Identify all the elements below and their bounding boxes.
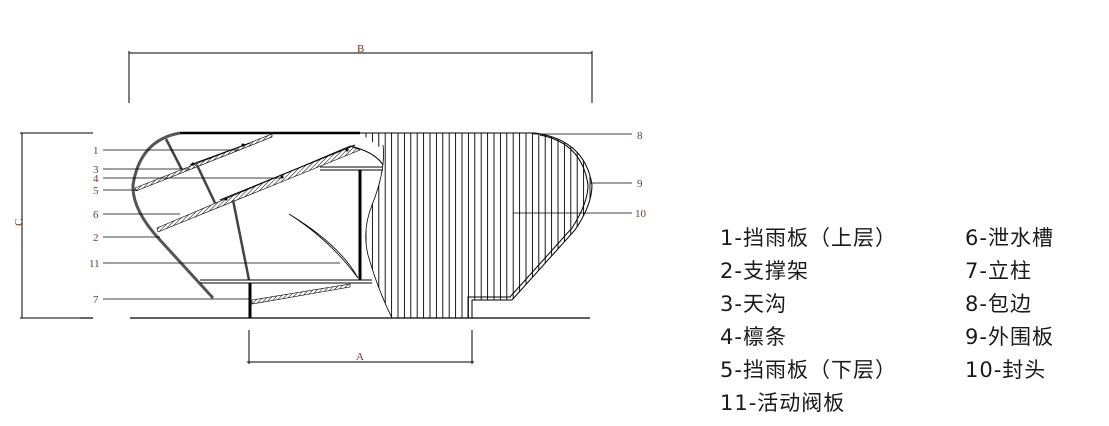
callouts-right: 8 9 10 bbox=[635, 130, 647, 220]
support-frame bbox=[131, 131, 215, 300]
svg-text:10: 10 bbox=[635, 208, 647, 220]
svg-text:1: 1 bbox=[93, 145, 99, 157]
legend-item: 8-包边 bbox=[965, 292, 1032, 316]
legend-item: 1-挡雨板（上层） bbox=[720, 226, 897, 250]
dimension-c bbox=[20, 132, 93, 319]
legend-item: 3-天沟 bbox=[720, 292, 787, 316]
svg-text:7: 7 bbox=[93, 294, 99, 306]
purlins bbox=[191, 143, 349, 201]
legend-item: 5-挡雨板（下层） bbox=[720, 358, 897, 382]
leader-lines-left bbox=[103, 149, 340, 300]
legend-item: 9-外围板 bbox=[965, 325, 1054, 349]
svg-text:2: 2 bbox=[93, 232, 99, 244]
steel-frame bbox=[200, 166, 383, 318]
lower-rain-panel bbox=[156, 144, 384, 233]
legend-item: 7-立柱 bbox=[965, 259, 1032, 283]
damper-blade bbox=[288, 213, 359, 279]
end-cap bbox=[360, 132, 593, 319]
legend-item: 11-活动阀板 bbox=[720, 391, 846, 415]
dimension-c-label: C bbox=[13, 219, 25, 226]
legend-item: 6-泄水槽 bbox=[965, 226, 1054, 250]
svg-text:8: 8 bbox=[637, 130, 643, 142]
svg-text:4: 4 bbox=[93, 173, 99, 185]
svg-text:5: 5 bbox=[93, 185, 99, 197]
dimension-b bbox=[128, 51, 593, 103]
svg-text:6: 6 bbox=[93, 209, 99, 221]
dimension-a-label: A bbox=[356, 351, 364, 363]
braces bbox=[164, 138, 251, 281]
callouts-left: 1 3 4 5 6 2 11 7 bbox=[89, 145, 100, 306]
svg-text:9: 9 bbox=[637, 178, 643, 190]
svg-text:3: 3 bbox=[93, 164, 99, 176]
dimension-b-label: B bbox=[357, 43, 364, 55]
legend-item: 10-封头 bbox=[965, 358, 1047, 382]
svg-text:11: 11 bbox=[89, 258, 100, 270]
leader-lines-right bbox=[513, 133, 632, 214]
dimension-a bbox=[247, 330, 474, 364]
legend-item: 2-支撑架 bbox=[720, 259, 809, 283]
legend-item: 4-檩条 bbox=[720, 325, 787, 349]
